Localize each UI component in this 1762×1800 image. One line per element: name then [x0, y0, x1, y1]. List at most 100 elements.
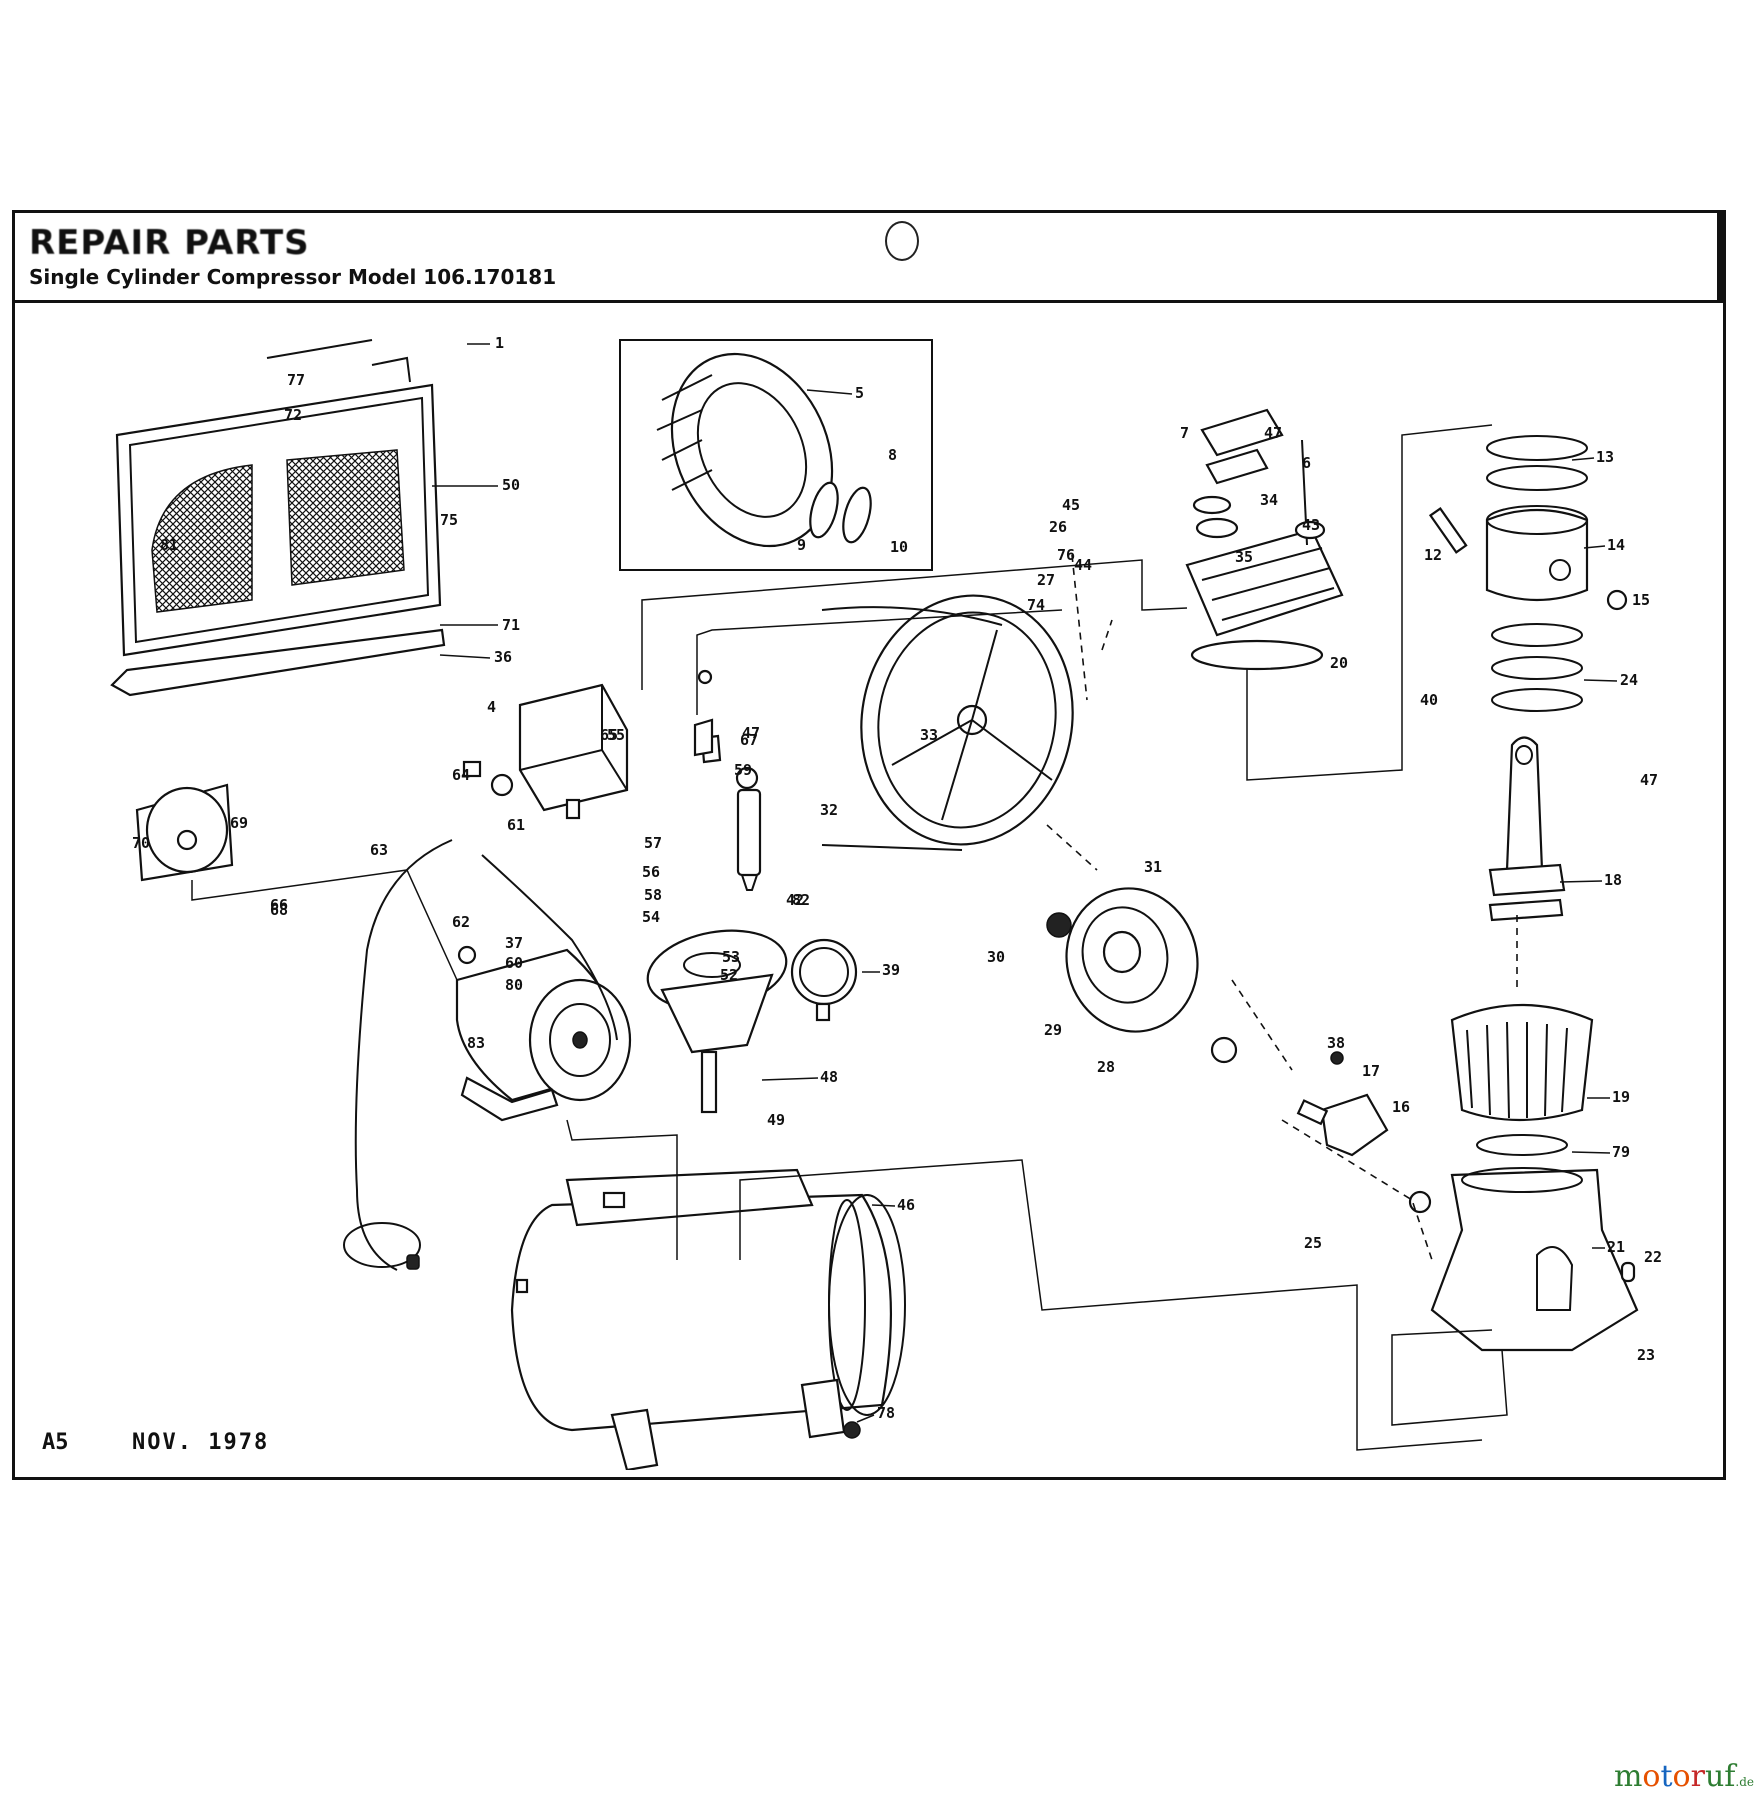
callout-35: 35	[1235, 548, 1253, 566]
callout-22: 22	[1644, 1248, 1662, 1266]
callout-20: 20	[1330, 654, 1348, 672]
pressure-switch	[462, 683, 629, 820]
callout-56: 56	[642, 863, 660, 881]
callout-45: 45	[1062, 496, 1080, 514]
callout-80: 80	[505, 976, 523, 994]
callout-46: 46	[897, 1196, 915, 1214]
callout-37: 37	[505, 934, 523, 952]
callout-57: 57	[644, 834, 662, 852]
piston-assembly	[1428, 435, 1628, 712]
callout-34: 34	[1260, 491, 1278, 509]
callout-29: 29	[1044, 1021, 1062, 1039]
callout-55: 55	[607, 726, 625, 744]
motor-pulley	[1046, 887, 1238, 1064]
callout-61: 61	[507, 816, 525, 834]
cylinder-block	[1430, 1003, 1639, 1352]
callout-58: 58	[644, 886, 662, 904]
callout-17: 17	[1362, 1062, 1380, 1080]
callout-33: 33	[920, 726, 938, 744]
air-tank	[510, 1168, 906, 1470]
footer-code: A5	[42, 1430, 69, 1455]
callout-32: 32	[820, 801, 838, 819]
callout-49: 49	[767, 1111, 785, 1129]
callout-60: 60	[505, 954, 523, 972]
callout-82: 82	[792, 891, 810, 909]
electric-motor	[455, 945, 632, 1122]
callout-71: 71	[502, 616, 520, 634]
callout-42: 42	[786, 891, 804, 909]
drawing-frame: REPAIR PARTS Single Cylinder Compressor …	[12, 210, 1726, 1480]
callout-69: 69	[230, 814, 248, 832]
callout-79: 79	[1612, 1143, 1630, 1161]
callout-48: 48	[820, 1068, 838, 1086]
callout-75: 75	[440, 511, 458, 529]
inset-box	[619, 339, 933, 571]
callout-38: 38	[1327, 1034, 1345, 1052]
leader-lines	[432, 343, 1618, 1423]
callout-27: 27	[1037, 571, 1055, 589]
callout-10: 10	[890, 538, 908, 556]
callout-47b: 47	[1640, 771, 1658, 789]
connecting-rod	[1488, 736, 1566, 922]
callout-76: 76	[1057, 546, 1075, 564]
callout-14: 14	[1607, 536, 1625, 554]
callout-81: 81	[160, 536, 178, 554]
callout-63: 63	[370, 841, 388, 859]
binder-hole	[885, 221, 919, 261]
callout-7: 7	[1180, 424, 1189, 442]
callout-8: 8	[888, 446, 897, 464]
pressure-gauge	[790, 938, 858, 1022]
callout-30: 30	[987, 948, 1005, 966]
motor-belt-pulley	[135, 783, 234, 882]
callout-40: 40	[1420, 691, 1438, 709]
air-manifold	[646, 929, 788, 1114]
assembly-lines	[191, 424, 1518, 1451]
document-title: REPAIR PARTS	[29, 223, 310, 263]
callout-4: 4	[487, 698, 496, 716]
callout-labels: 1 4 5 6 7 8 9 10 12 13 14 15 16 17 18 19…	[132, 334, 1662, 1422]
callout-50: 50	[502, 476, 520, 494]
callout-23: 23	[1637, 1346, 1655, 1364]
header-edge	[1717, 213, 1723, 303]
callout-72: 72	[284, 406, 302, 424]
header-band: REPAIR PARTS Single Cylinder Compressor …	[15, 213, 1723, 303]
safety-valve	[693, 669, 762, 891]
callout-47: 47	[1264, 424, 1282, 442]
callout-13: 13	[1596, 448, 1614, 466]
belt-guard	[110, 339, 446, 697]
callout-52: 52	[720, 966, 738, 984]
site-watermark: motoruf.de	[1613, 1759, 1754, 1794]
callout-44: 44	[1074, 556, 1092, 574]
callout-77: 77	[287, 371, 305, 389]
callout-36: 36	[494, 648, 512, 666]
callout-67: 67	[740, 731, 758, 749]
callout-68: 68	[270, 901, 288, 919]
callout-9: 9	[797, 536, 806, 554]
callout-19: 19	[1612, 1088, 1630, 1106]
callout-65: 65	[600, 726, 618, 744]
callout-5: 5	[855, 384, 864, 402]
callout-59: 59	[734, 761, 752, 779]
callout-70: 70	[132, 834, 150, 852]
cylinder-head	[1185, 408, 1344, 671]
callout-62: 62	[452, 913, 470, 931]
callout-54: 54	[642, 908, 660, 926]
callout-74: 74	[1027, 596, 1045, 614]
callout-25: 25	[1304, 1234, 1322, 1252]
unloader-valve	[1296, 1051, 1432, 1214]
callout-6: 6	[1302, 454, 1311, 472]
callout-64: 64	[452, 766, 470, 784]
callout-28: 28	[1097, 1058, 1115, 1076]
callout-43: 43	[1302, 516, 1320, 534]
callout-18: 18	[1604, 871, 1622, 889]
callout-12: 12	[1424, 546, 1442, 564]
document-subtitle: Single Cylinder Compressor Model 106.170…	[29, 265, 557, 289]
callout-15: 15	[1632, 591, 1650, 609]
callout-26: 26	[1049, 518, 1067, 536]
callout-24: 24	[1620, 671, 1638, 689]
callout-53: 53	[722, 948, 740, 966]
callout-1: 1	[495, 334, 504, 352]
exploded-parts-diagram: 1 4 5 6 7 8 9 10 12 13 14 15 16 17 18 19…	[110, 334, 1662, 1470]
callout-78: 78	[877, 1404, 895, 1422]
callout-83: 83	[467, 1034, 485, 1052]
